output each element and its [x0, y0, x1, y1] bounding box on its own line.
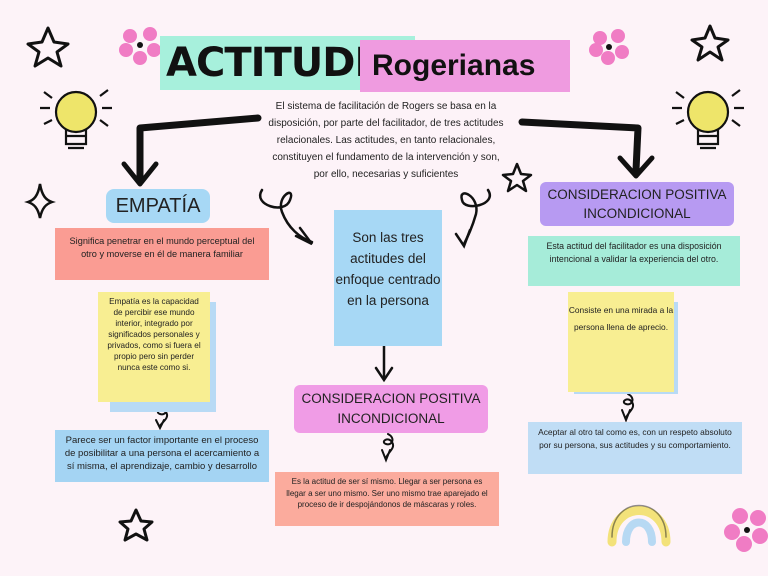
lightbulb-icon: [672, 89, 744, 150]
flower-icon: [119, 27, 161, 65]
center-box: Son las tres actitudes del enfoque centr…: [334, 210, 442, 346]
down-arrow-center: [374, 340, 394, 383]
star-icon: [690, 24, 730, 62]
title-sub: Rogerianas: [360, 40, 570, 92]
consideracion-conclusion: Aceptar al otro tal como es, con un resp…: [528, 422, 742, 474]
flower-icon: [589, 29, 629, 65]
star-icon: [118, 508, 154, 542]
left-branch-arrow: [121, 114, 262, 187]
empatia-definition: Significa penetrar en el mundo perceptua…: [55, 228, 269, 280]
empatia-note: Empatía es la capacidad de percibir ese …: [98, 292, 210, 402]
consideracion-heading-right: CONSIDERACION POSITIVA INCONDICIONAL: [540, 182, 734, 226]
intro-text: El sistema de facilitación de Rogers se …: [268, 101, 504, 180]
sparkle-icon: [24, 183, 56, 219]
flower-icon: [724, 508, 768, 552]
rainbow-icon: [607, 504, 671, 547]
consideracion-heading-middle: CONSIDERACION POSITIVA INCONDICIONAL: [294, 385, 488, 433]
right-branch-arrow: [518, 118, 655, 179]
squiggle-arrow-right: [621, 393, 635, 423]
squiggle-arrow-middle: [381, 433, 395, 463]
consideracion-note: Consiste en una mirada a la persona llen…: [568, 292, 674, 392]
empatia-heading: EMPATÍA: [106, 189, 210, 223]
consideracion-definition: Esta actitud del facilitador es una disp…: [528, 236, 740, 286]
middle-definition: Es la actitud de ser sí mismo. Llegar a …: [275, 472, 499, 526]
curly-arrow-right: [454, 188, 492, 249]
lightbulb-icon: [40, 89, 112, 150]
empatia-conclusion: Parece ser un factor importante en el pr…: [55, 430, 269, 482]
star-icon: [26, 26, 70, 68]
star-icon: [501, 162, 533, 193]
